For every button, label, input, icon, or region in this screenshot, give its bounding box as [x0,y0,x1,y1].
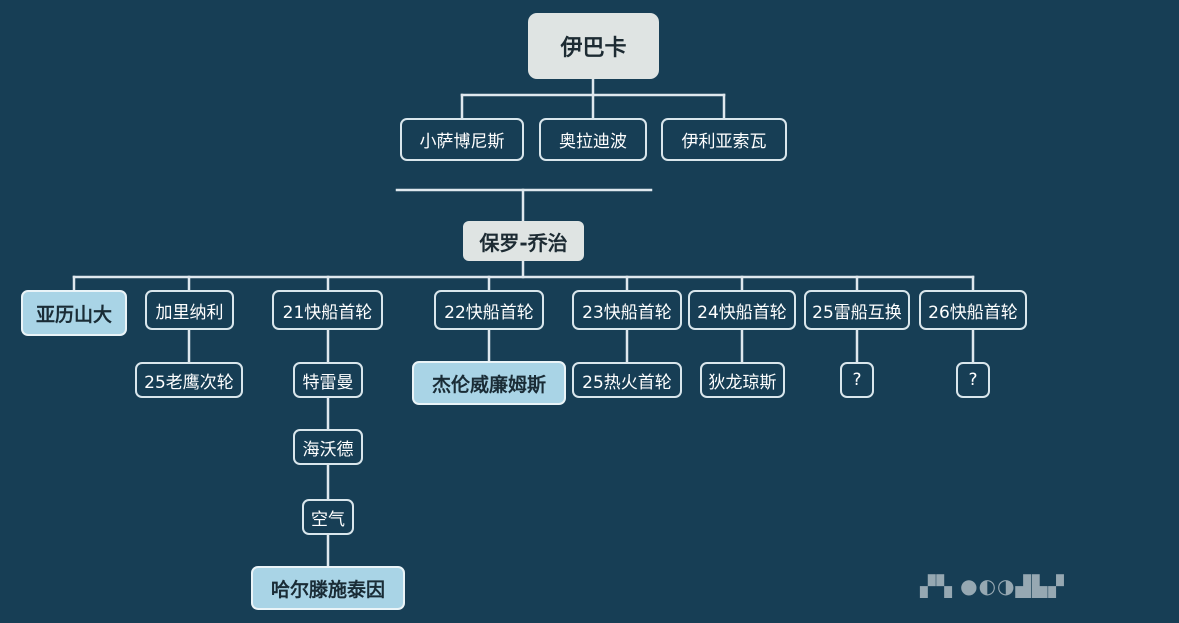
node-label: 海沃德 [302,439,354,460]
node-label: 哈尔滕施泰因 [270,578,385,601]
node-label: 26快船首轮 [928,302,1018,323]
node-label: 保罗-乔治 [479,230,568,255]
node-label: 24快船首轮 [697,302,787,323]
branch-node-2: 加里纳利 [145,290,234,330]
node-label: 伊巴卡 [560,36,627,61]
node-label: 25热火首轮 [582,372,672,393]
node-label: 22快船首轮 [444,302,534,323]
branch-node-7: 25雷船互换 [804,290,910,330]
group-node-sabonis: 小萨博尼斯 [400,118,524,161]
node-label: 亚历山大 [35,303,112,326]
branch-node-6: 24快船首轮 [688,290,796,330]
node-label: 伊利亚索瓦 [681,132,767,152]
branch-node-4: 22快船首轮 [434,290,544,330]
branch-node-5: 23快船首轮 [572,290,682,330]
child-node-highlighted: 哈尔滕施泰因 [251,566,405,610]
child-node-unknown: ? [956,362,990,398]
hub-node: 保罗-乔治 [463,221,584,261]
group-node-oladipo: 奥拉迪波 [539,118,647,161]
node-label: 空气 [311,509,345,530]
child-node-highlighted: 杰伦威廉姆斯 [412,361,566,405]
node-label: 奥拉迪波 [559,132,627,152]
node-label: ? [852,370,862,390]
branch-node-1: 亚历山大 [21,290,127,336]
branch-node-8: 26快船首轮 [919,290,1027,330]
node-label: 25雷船互换 [812,302,902,323]
node-label: ? [968,370,978,390]
node-label: 25老鹰次轮 [144,372,234,393]
node-label: 23快船首轮 [582,302,672,323]
node-label: 狄龙琼斯 [708,372,777,393]
child-node: 海沃德 [293,429,363,465]
child-node: 狄龙琼斯 [700,362,785,398]
node-label: 加里纳利 [155,302,224,323]
child-node: 25老鹰次轮 [135,362,243,398]
branch-node-3: 21快船首轮 [272,290,383,330]
root-node: 伊巴卡 [528,13,659,79]
child-node: 空气 [302,499,354,535]
child-node-unknown: ? [840,362,874,398]
node-label: 小萨博尼斯 [419,132,505,152]
watermark-logo: ▞▚ ●◐◑▟▙▞ [920,574,1065,598]
child-node: 特雷曼 [293,362,363,398]
node-label: 杰伦威廉姆斯 [431,373,546,396]
node-label: 特雷曼 [302,372,354,393]
group-node-ilyasova: 伊利亚索瓦 [661,118,787,161]
node-label: 21快船首轮 [282,302,373,323]
child-node: 25热火首轮 [572,362,682,398]
